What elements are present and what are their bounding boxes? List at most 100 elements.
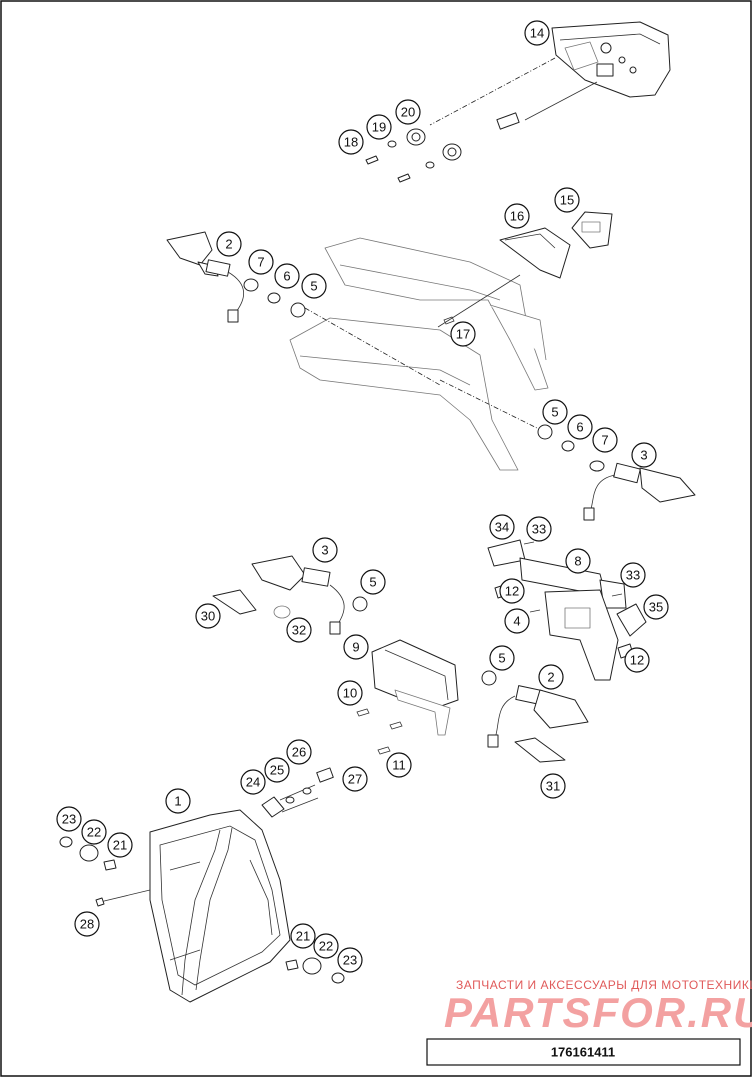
callout-number: 18 bbox=[344, 135, 358, 150]
callout-17: 17 bbox=[450, 321, 476, 347]
tail-light-part bbox=[429, 21, 671, 130]
callout-5: 5 bbox=[301, 273, 327, 299]
callout-8: 8 bbox=[565, 548, 591, 574]
callout-number: 21 bbox=[113, 838, 127, 853]
callout-35: 35 bbox=[643, 594, 669, 620]
callout-19: 19 bbox=[366, 114, 392, 140]
watermark-tagline: ЗАПЧАСТИ И АКСЕССУАРЫ ДЛЯ МОТОТЕХНИКИ bbox=[456, 978, 752, 992]
callout-number: 12 bbox=[630, 653, 644, 668]
callout-number: 27 bbox=[348, 772, 362, 787]
callout-number: 20 bbox=[401, 105, 415, 120]
callout-number: 1 bbox=[174, 794, 181, 809]
turn-signal-2-bottom bbox=[481, 670, 589, 763]
callout-20: 20 bbox=[395, 99, 421, 125]
callout-3: 3 bbox=[312, 537, 338, 563]
turn-signal-3-left bbox=[212, 555, 368, 635]
callout-25: 25 bbox=[264, 757, 290, 783]
callout-number: 6 bbox=[576, 420, 583, 435]
license-bracket-cluster bbox=[487, 539, 647, 681]
callout-number: 9 bbox=[352, 640, 359, 655]
rear-frame bbox=[289, 237, 549, 471]
callout-32: 32 bbox=[286, 617, 312, 643]
callout-number: 31 bbox=[546, 779, 560, 794]
callout-number: 22 bbox=[87, 825, 101, 840]
callout-11: 11 bbox=[386, 752, 412, 778]
callout-number: 10 bbox=[343, 686, 357, 701]
mounting-bracket-9 bbox=[356, 639, 459, 755]
callout-21: 21 bbox=[290, 923, 316, 949]
callout-18: 18 bbox=[338, 129, 364, 155]
callout-number: 12 bbox=[505, 584, 519, 599]
turn-signal-2-top bbox=[166, 231, 245, 323]
callout-7: 7 bbox=[248, 249, 274, 275]
callout-5: 5 bbox=[542, 399, 568, 425]
callout-number: 5 bbox=[498, 651, 505, 666]
callout-12: 12 bbox=[499, 578, 525, 604]
callout-6: 6 bbox=[274, 263, 300, 289]
callout-number: 26 bbox=[292, 745, 306, 760]
drawing-code: 176161411 bbox=[551, 1045, 615, 1060]
callout-number: 2 bbox=[547, 670, 554, 685]
callout-27: 27 bbox=[342, 766, 368, 792]
callout-14: 14 bbox=[524, 20, 550, 46]
callout-16: 16 bbox=[504, 203, 530, 229]
callout-12: 12 bbox=[624, 647, 650, 673]
callout-number: 19 bbox=[372, 120, 386, 135]
callout-4: 4 bbox=[504, 608, 530, 634]
callout-number: 23 bbox=[343, 953, 357, 968]
callout-34: 34 bbox=[489, 514, 515, 540]
watermark: ЗАПЧАСТИ И АКСЕССУАРЫ ДЛЯ МОТОТЕХНИКИ PA… bbox=[444, 978, 752, 1036]
grommet-screw-set bbox=[365, 128, 462, 183]
callout-number: 33 bbox=[626, 568, 640, 583]
callout-number: 28 bbox=[80, 917, 94, 932]
callout-number: 5 bbox=[310, 279, 317, 294]
callout-number: 3 bbox=[640, 448, 647, 463]
callout-number: 15 bbox=[560, 193, 574, 208]
callout-10: 10 bbox=[337, 680, 363, 706]
headlight-mount-hardware bbox=[261, 767, 334, 818]
callout-5: 5 bbox=[360, 569, 386, 595]
turn-signal-3-right bbox=[537, 424, 696, 521]
callout-number: 16 bbox=[510, 209, 524, 224]
callout-number: 8 bbox=[574, 554, 581, 569]
callout-number: 14 bbox=[530, 26, 544, 41]
callout-number: 7 bbox=[601, 433, 608, 448]
headlight-fasteners bbox=[59, 836, 345, 984]
callout-2: 2 bbox=[216, 231, 242, 257]
callout-2: 2 bbox=[538, 664, 564, 690]
callout-33: 33 bbox=[620, 562, 646, 588]
callout-5: 5 bbox=[489, 645, 515, 671]
washer-set-top bbox=[243, 278, 455, 325]
callout-6: 6 bbox=[567, 414, 593, 440]
callout-number: 5 bbox=[551, 405, 558, 420]
callout-22: 22 bbox=[81, 819, 107, 845]
callout-number: 6 bbox=[283, 269, 290, 284]
callout-number: 32 bbox=[292, 623, 306, 638]
callout-7: 7 bbox=[592, 427, 618, 453]
callout-number: 5 bbox=[369, 575, 376, 590]
callout-number: 34 bbox=[495, 520, 509, 535]
callout-number: 33 bbox=[532, 522, 546, 537]
callout-9: 9 bbox=[343, 634, 369, 660]
callout-number: 30 bbox=[201, 609, 215, 624]
callout-number: 3 bbox=[321, 543, 328, 558]
callout-28: 28 bbox=[74, 911, 100, 937]
callout-22: 22 bbox=[313, 933, 339, 959]
callout-23: 23 bbox=[56, 806, 82, 832]
callout-number: 2 bbox=[225, 237, 232, 252]
callout-number: 21 bbox=[296, 929, 310, 944]
callout-33: 33 bbox=[526, 516, 552, 542]
callout-number: 23 bbox=[62, 812, 76, 827]
callout-15: 15 bbox=[554, 187, 580, 213]
callout-30: 30 bbox=[195, 603, 221, 629]
callout-26: 26 bbox=[286, 739, 312, 765]
callout-23: 23 bbox=[337, 947, 363, 973]
callout-number: 11 bbox=[392, 758, 406, 773]
callout-number: 17 bbox=[456, 327, 470, 342]
callout-31: 31 bbox=[540, 773, 566, 799]
callout-21: 21 bbox=[107, 832, 133, 858]
